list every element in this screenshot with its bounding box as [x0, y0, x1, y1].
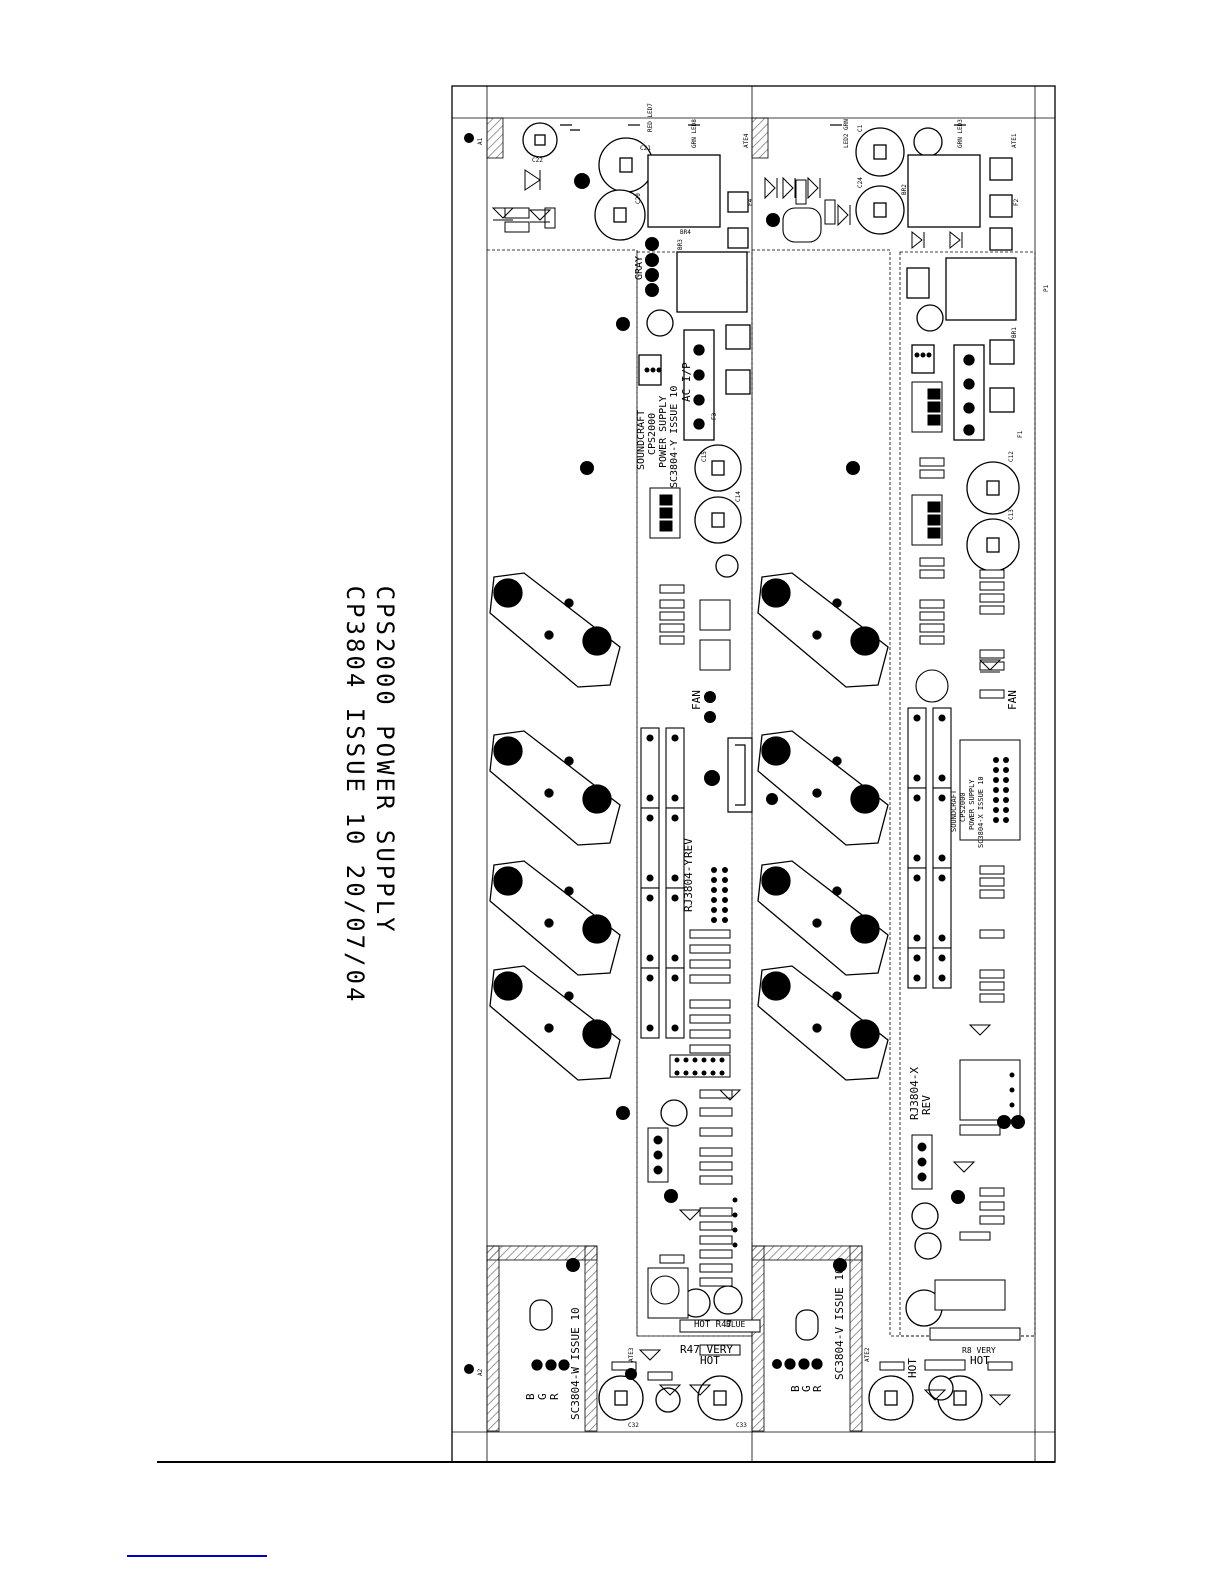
label-hot-2: HOT — [906, 1358, 919, 1378]
electrolytic-capacitors — [522, 122, 1020, 1421]
label-p1: P1 — [1043, 284, 1050, 292]
label-rev-y: REV — [682, 838, 695, 858]
page-link-underline[interactable] — [127, 1555, 267, 1557]
label-hot-1: HOT — [700, 1354, 720, 1367]
black-pads — [566, 173, 1025, 1380]
label-c12: C12 — [1008, 451, 1015, 462]
heatsink-channel — [727, 737, 753, 813]
label-a2: A2 — [477, 1368, 484, 1376]
label-issue-w: SC3804-W ISSUE 10 — [569, 1307, 582, 1420]
mounting-holes — [464, 133, 860, 1374]
rgb-leds — [529, 124, 966, 1371]
label-soundcraft-x: SOUNDCRAFT — [950, 789, 958, 832]
label-issue-v: SC3804-V ISSUE 10 — [833, 1267, 846, 1380]
hatched-regions — [486, 117, 863, 1432]
label-fan-x: FAN — [1006, 690, 1019, 710]
label-ate2: ATE2 — [864, 1347, 871, 1362]
label-cps2000-y: CPS2000 — [647, 413, 658, 455]
label-c21: C21 — [640, 145, 651, 152]
label-c13: C13 — [1008, 509, 1015, 520]
label-br3: BR3 — [677, 239, 684, 250]
label-ac-ip: AC I/P — [680, 362, 693, 402]
label-g: G — [536, 1393, 549, 1400]
label-b2: B — [789, 1385, 802, 1392]
label-c22: C22 — [532, 157, 543, 164]
pin-headers — [644, 352, 1015, 1248]
label-grn-led3: GRN LED3 — [957, 119, 964, 148]
label-g2: G — [800, 1385, 813, 1392]
label-soundcraft-y: SOUNDCRAFT — [636, 410, 647, 470]
label-issue-x: SC3804-X ISSUE 10 — [977, 776, 985, 848]
resistor-blocks-x — [907, 707, 952, 989]
label-c20: C20 — [635, 193, 642, 204]
label-br4: BR4 — [680, 229, 691, 236]
label-ate3: ATE3 — [628, 1347, 635, 1362]
title-line-1: CPS2000 POWER SUPPLY — [371, 585, 399, 935]
label-r8-very: R8 VERY — [962, 1346, 996, 1355]
label-hot-r47: HOT R47 — [694, 1320, 732, 1330]
label-c1: C1 — [857, 124, 864, 132]
trimmer-pots — [650, 207, 949, 1305]
to220-regulators — [647, 381, 943, 1190]
bridge-rectifiers — [647, 154, 1017, 321]
label-b: B — [524, 1393, 537, 1400]
label-c33: C33 — [736, 1422, 747, 1429]
label-blue: BLUE — [726, 1320, 745, 1329]
label-ate4: ATE4 — [743, 133, 750, 148]
label-f4: F4 — [747, 198, 754, 206]
label-led2-grn: LED2 GRN — [843, 119, 850, 148]
diodes — [491, 169, 1012, 1406]
label-c15: C15 — [701, 451, 708, 462]
label-group-y: SOUNDCRAFT CPS2000 POWER SUPPLY SC3804-Y… — [634, 256, 745, 1367]
label-f2: F2 — [1013, 198, 1020, 206]
label-f1: F1 — [1017, 430, 1024, 438]
label-c32: C32 — [628, 1422, 639, 1429]
label-r47-very: R47 VERY — [680, 1343, 733, 1356]
label-rj-y: RJ3804-Y — [682, 859, 695, 912]
label-red-led7: RED LED7 — [647, 103, 654, 132]
label-rev-x: REV — [920, 1095, 933, 1115]
label-r2: R — [811, 1385, 824, 1392]
label-gray: GRAY — [634, 256, 645, 280]
label-grn-led8: GRN LED8 — [691, 119, 698, 148]
title-line-2: CP3804 ISSUE 10 20/07/04 — [341, 585, 369, 1005]
drawing-title: CPS2000 POWER SUPPLY CP3804 ISSUE 10 20/… — [340, 586, 400, 1005]
label-group-components: A1 A2 ATE1 ATE4 ATE3 ATE2 C21 C20 C22 C1… — [477, 103, 1050, 1429]
label-issue-y: SC3804-Y ISSUE 10 — [669, 386, 680, 488]
label-a1: A1 — [477, 137, 484, 145]
label-c14: C14 — [735, 491, 742, 502]
label-ate1: ATE1 — [1011, 133, 1018, 148]
to3-transistors — [489, 572, 889, 1081]
label-f3: F3 — [711, 412, 718, 420]
label-rj-x: RJ3804-X — [908, 1067, 921, 1120]
label-group-wv: SC3804-W ISSUE 10 SC3804-V ISSUE 10 B G … — [524, 1267, 846, 1420]
label-group-x: SOUNDCRAFT CPS2000 POWER SUPPLY SC3804-X… — [906, 690, 1019, 1378]
label-r: R — [548, 1393, 561, 1400]
label-power-supply-x: POWER SUPPLY — [968, 779, 976, 830]
ac-input-connectors — [683, 329, 985, 441]
label-power-supply-y: POWER SUPPLY — [658, 396, 669, 468]
label-cps2000-x: CPS2000 — [959, 792, 967, 822]
label-hot-3: HOT — [970, 1354, 990, 1367]
label-br1: BR1 — [1011, 327, 1018, 338]
label-c24: C24 — [857, 177, 864, 188]
label-fan-y: FAN — [690, 690, 703, 710]
resistor-blocks-y — [640, 727, 685, 1039]
bottom-rule — [157, 1461, 1055, 1463]
label-br2: BR2 — [901, 184, 908, 195]
